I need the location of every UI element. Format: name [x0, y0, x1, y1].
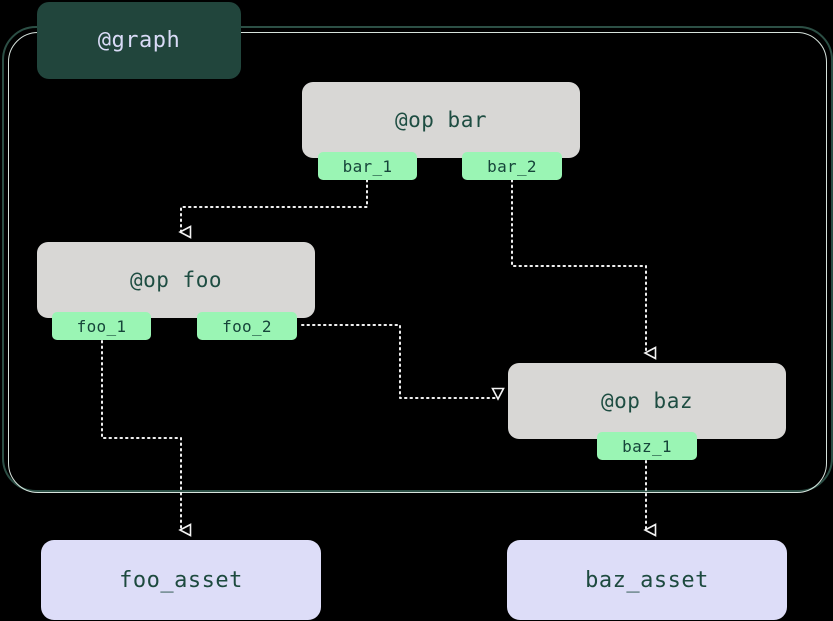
- op-node-foo[interactable]: @op foo: [37, 242, 315, 318]
- subgraph-border-outer: [2, 26, 833, 492]
- asset-node-foo-asset[interactable]: foo_asset: [41, 540, 321, 620]
- asset-node-baz-asset[interactable]: baz_asset: [507, 540, 787, 620]
- op-port-foo-2[interactable]: foo_2: [197, 312, 297, 340]
- op-port-baz-1[interactable]: baz_1: [597, 432, 697, 460]
- subgraph-border-inner: [8, 32, 827, 493]
- op-node-baz[interactable]: @op baz: [508, 363, 786, 439]
- op-port-foo-1[interactable]: foo_1: [52, 312, 151, 340]
- op-port-bar-2[interactable]: bar_2: [462, 152, 562, 180]
- op-node-bar[interactable]: @op bar: [302, 82, 580, 158]
- subgraph-label-graph[interactable]: @graph: [37, 2, 241, 79]
- op-port-bar-1[interactable]: bar_1: [318, 152, 417, 180]
